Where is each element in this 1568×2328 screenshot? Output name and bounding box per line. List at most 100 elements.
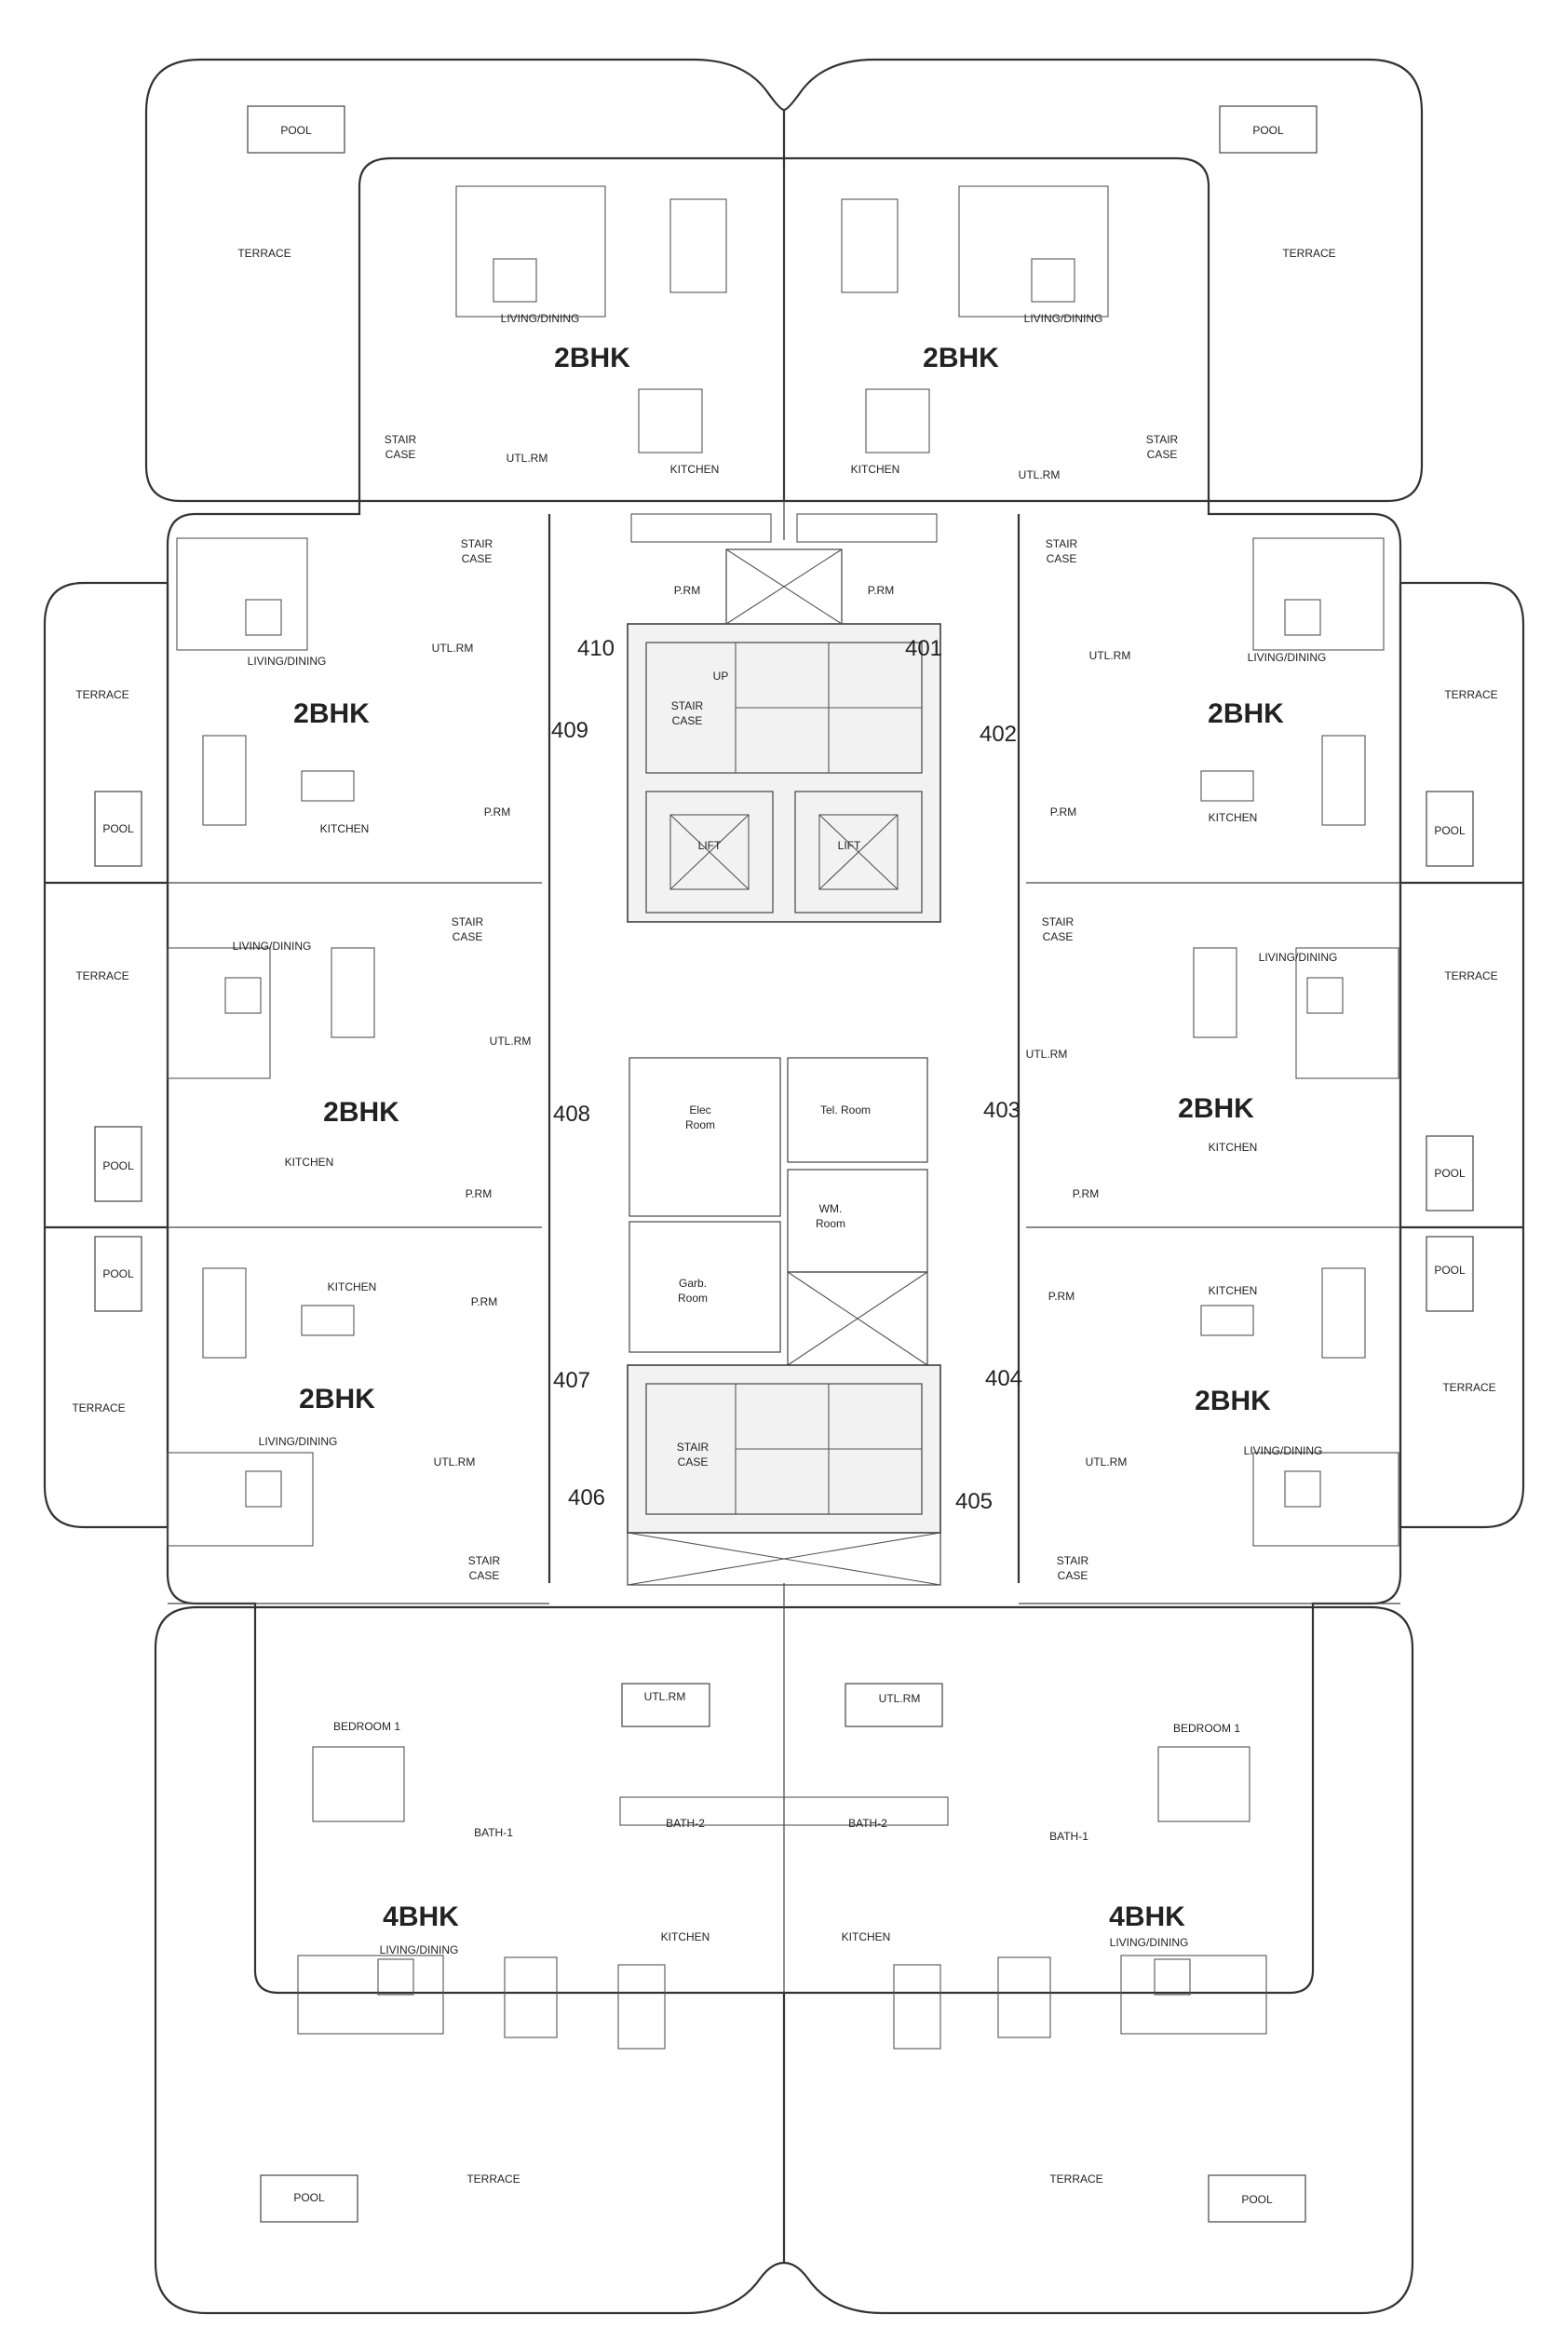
unit-type-label: 2BHK bbox=[1208, 698, 1284, 729]
utl-rm-label: UTL.RM bbox=[644, 1690, 686, 1703]
pool-right-3 bbox=[1426, 1236, 1474, 1312]
living-dining-label: LIVING/DINING bbox=[1024, 312, 1103, 325]
pool-label: POOL bbox=[280, 124, 312, 137]
kitchen-label: KITCHEN bbox=[1209, 811, 1258, 824]
unit-number: 405 bbox=[955, 1489, 993, 1514]
kitchen-label: KITCHEN bbox=[851, 463, 900, 476]
pool-top-right bbox=[1219, 105, 1318, 154]
utl-rm-label: UTL.RM bbox=[879, 1692, 921, 1705]
pool-label: POOL bbox=[102, 822, 134, 835]
unit-type-labels: 2BHK 2BHK 2BHK 2BHK 2BHK 2BHK 2BHK 2BHK … bbox=[293, 343, 1284, 1932]
pool-label: POOL bbox=[102, 1267, 134, 1280]
unit-type-label: 4BHK bbox=[1109, 1902, 1185, 1932]
pool-label: POOL bbox=[1434, 1264, 1466, 1277]
kitchen-label: KITCHEN bbox=[328, 1280, 377, 1293]
terrace-label: TERRACE bbox=[1049, 2172, 1102, 2186]
living-dining-labels: LIVING/DINING LIVING/DINING LIVING/DININ… bbox=[233, 312, 1338, 1956]
pool-label: POOL bbox=[1252, 124, 1284, 137]
terrace-label: TERRACE bbox=[75, 969, 128, 982]
p-rm-label: P.RM bbox=[868, 584, 894, 597]
terrace-label: TERRACE bbox=[72, 1401, 125, 1414]
living-dining-label: LIVING/DINING bbox=[1248, 651, 1327, 664]
terrace-label: TERRACE bbox=[1282, 247, 1335, 260]
kitchen-label: KITCHEN bbox=[1209, 1284, 1258, 1297]
case-label: CASE bbox=[1047, 552, 1077, 565]
living-dining-label: LIVING/DINING bbox=[259, 1435, 338, 1448]
unit-number: 408 bbox=[553, 1102, 590, 1127]
case-label: CASE bbox=[453, 930, 483, 943]
bath-label: BATH-1 bbox=[474, 1826, 513, 1839]
pool-label: POOL bbox=[102, 1159, 134, 1172]
unit-number: 410 bbox=[577, 636, 615, 661]
bath-label: BATH-2 bbox=[848, 1817, 887, 1830]
utl-rm-label: UTL.RM bbox=[434, 1455, 476, 1469]
living-dining-label: LIVING/DINING bbox=[501, 312, 580, 325]
p-rm-label: P.RM bbox=[1050, 805, 1076, 819]
living-dining-label: LIVING/DINING bbox=[1244, 1444, 1323, 1457]
utl-rm-label: UTL.RM bbox=[1026, 1048, 1068, 1061]
unit-numbers: 401 402 403 404 405 406 407 408 409 410 bbox=[551, 636, 1022, 1514]
case-label: CASE bbox=[1043, 930, 1074, 943]
unit-type-label: 2BHK bbox=[1195, 1386, 1271, 1416]
kitchen-label: KITCHEN bbox=[1209, 1141, 1258, 1154]
case-label: CASE bbox=[462, 552, 493, 565]
unit-number: 403 bbox=[983, 1098, 1021, 1123]
unit-number: 409 bbox=[551, 718, 588, 743]
stair-label: STAIR bbox=[468, 1554, 501, 1567]
case-label: CASE bbox=[385, 448, 416, 461]
terrace-label: TERRACE bbox=[75, 688, 128, 701]
case-label: CASE bbox=[469, 1569, 500, 1582]
case-label: CASE bbox=[678, 1455, 709, 1469]
kitchen-labels: KITCHEN KITCHEN KITCHEN KITCHEN KITCHEN … bbox=[285, 463, 1258, 1943]
garb-room-label-2: Room bbox=[678, 1292, 708, 1305]
p-rm-label: P.RM bbox=[484, 805, 510, 819]
p-rm-label: P.RM bbox=[466, 1187, 492, 1200]
kitchen-label: KITCHEN bbox=[842, 1930, 891, 1943]
kitchen-label: KITCHEN bbox=[285, 1156, 334, 1169]
kitchen-label: KITCHEN bbox=[670, 463, 720, 476]
case-label: CASE bbox=[672, 714, 703, 727]
lift-label: LIFT bbox=[698, 839, 722, 852]
elec-room-label: Elec bbox=[689, 1103, 710, 1117]
living-dining-label: LIVING/DINING bbox=[1259, 951, 1338, 964]
p-rm-label: P.RM bbox=[1048, 1290, 1075, 1303]
powder-room-labels: P.RM P.RM P.RM P.RM P.RM P.RM P.RM P.RM bbox=[466, 584, 1099, 1308]
terrace-label: TERRACE bbox=[466, 2172, 520, 2186]
stair-label: STAIR bbox=[1057, 1554, 1089, 1567]
terrace-labels: TERRACE TERRACE TERRACE TERRACE TERRACE … bbox=[72, 247, 1497, 2186]
unit-number: 401 bbox=[905, 636, 942, 661]
bath-label: BATH-1 bbox=[1049, 1830, 1088, 1843]
unit-number: 402 bbox=[980, 722, 1017, 747]
furniture bbox=[167, 185, 1399, 2050]
kitchen-label: KITCHEN bbox=[320, 822, 370, 835]
lift-label: LIFT bbox=[838, 839, 861, 852]
stair-label: STAIR bbox=[677, 1441, 710, 1454]
unit-type-label: 2BHK bbox=[923, 343, 999, 373]
wm-room-label-2: Room bbox=[816, 1217, 845, 1230]
living-dining-label: LIVING/DINING bbox=[380, 1943, 459, 1956]
tel-room-label: Tel. Room bbox=[820, 1103, 871, 1117]
stair-label: STAIR bbox=[452, 915, 484, 928]
unit-type-label: 2BHK bbox=[323, 1097, 399, 1128]
stair-label: STAIR bbox=[385, 433, 417, 446]
terrace-label: TERRACE bbox=[1444, 688, 1497, 701]
terrace-label: TERRACE bbox=[1444, 969, 1497, 982]
unit-type-label: 2BHK bbox=[299, 1384, 375, 1414]
utl-rm-label: UTL.RM bbox=[1089, 649, 1131, 662]
p-rm-label: P.RM bbox=[674, 584, 700, 597]
unit-number: 406 bbox=[568, 1485, 605, 1510]
garb-room-label: Garb. bbox=[679, 1277, 707, 1290]
pool-top-left bbox=[247, 105, 345, 154]
stair-label: STAIR bbox=[671, 699, 704, 712]
unit-type-label: 2BHK bbox=[554, 343, 630, 373]
kitchen-label: KITCHEN bbox=[661, 1930, 710, 1943]
utl-rm-label: UTL.RM bbox=[432, 642, 474, 655]
pool-right-1 bbox=[1426, 791, 1474, 867]
stair-label: STAIR bbox=[461, 537, 493, 550]
stair-label: STAIR bbox=[1146, 433, 1179, 446]
pool-label: POOL bbox=[293, 2191, 325, 2204]
bedroom-label: BEDROOM 1 bbox=[1173, 1722, 1240, 1735]
pool-left-3 bbox=[94, 1236, 142, 1312]
case-label: CASE bbox=[1058, 1569, 1088, 1582]
pool-left-2 bbox=[94, 1126, 142, 1202]
